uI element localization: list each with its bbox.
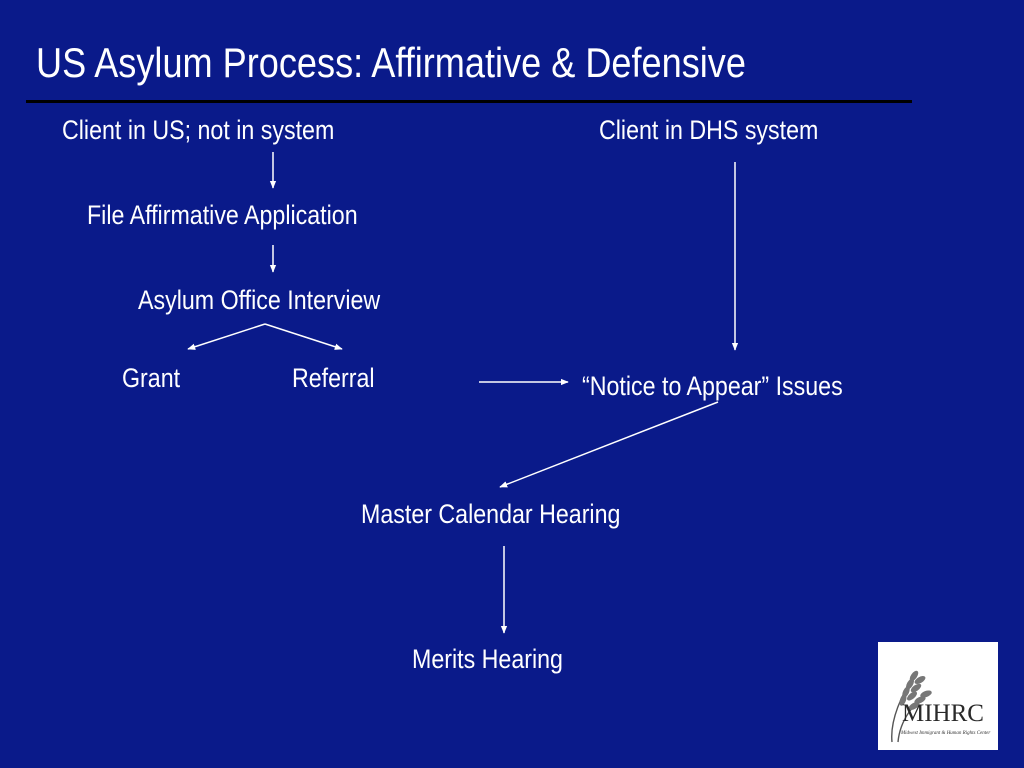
node-file-affirmative: File Affirmative Application [87,200,358,230]
mihrc-logo: MIHRC Midwest Immigrant & Human Rights C… [878,642,998,750]
node-notice-to-appear: “Notice to Appear” Issues [582,371,843,401]
node-client-in-us: Client in US; not in system [62,115,335,145]
node-master-calendar: Master Calendar Hearing [361,499,621,529]
node-referral: Referral [292,363,375,393]
node-client-in-dhs: Client in DHS system [599,115,819,145]
title-divider [26,100,912,103]
logo-subtitle: Midwest Immigrant & Human Rights Center [901,731,991,736]
logo-name: MIHRC [902,700,984,727]
node-merits-hearing: Merits Hearing [412,644,563,674]
arrow-notice-to-master [499,401,719,488]
arrow-interview-to-grant [187,323,266,350]
node-grant: Grant [122,363,181,393]
slide-title: US Asylum Process: Affirmative & Defensi… [36,39,746,86]
arrow-interview-to-referral [264,323,343,350]
node-asylum-interview: Asylum Office Interview [138,285,381,315]
wheat-icon [891,670,932,743]
